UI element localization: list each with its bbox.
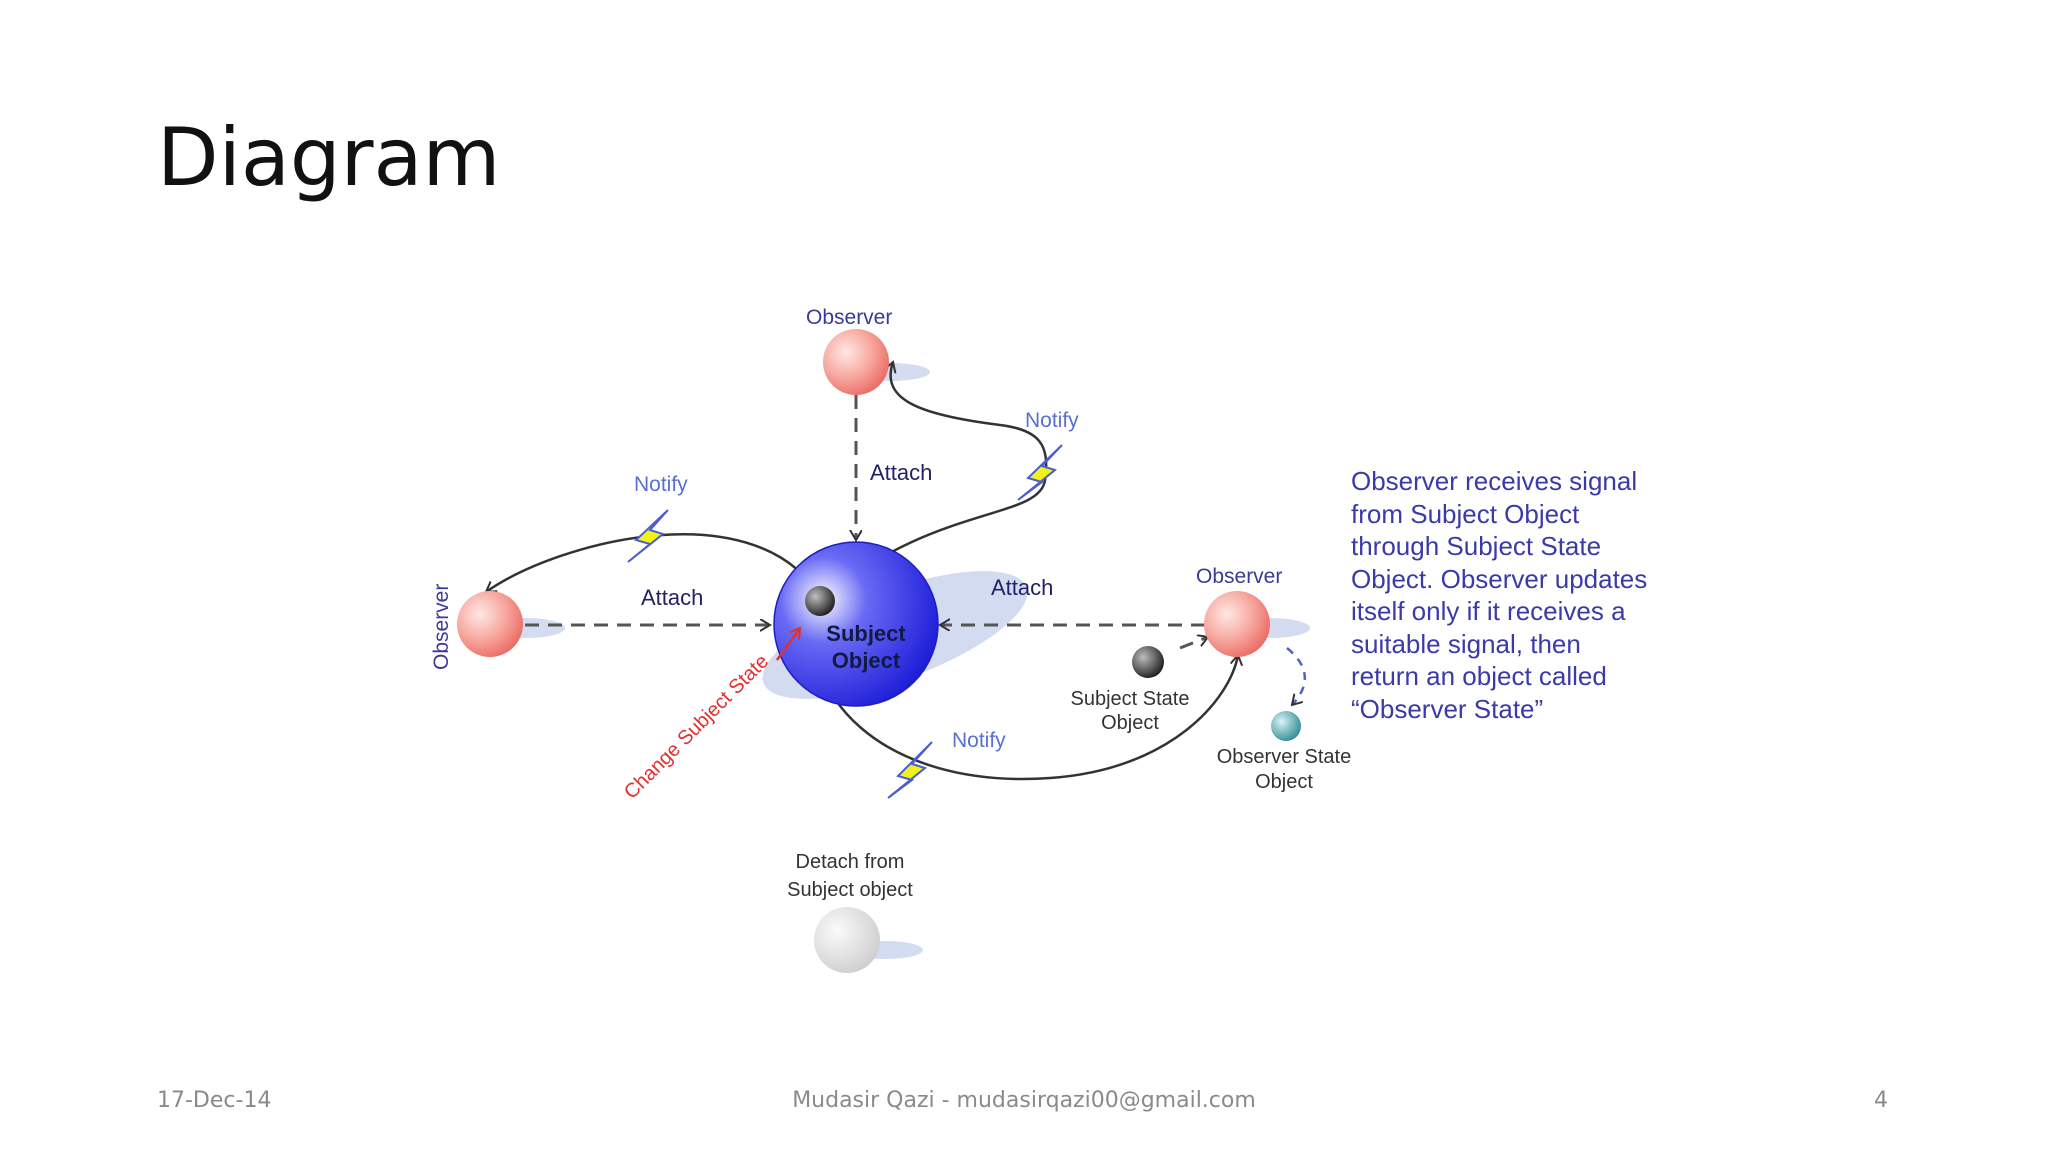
footer-date: 17-Dec-14 — [157, 1088, 272, 1113]
observer-left-sphere — [457, 591, 523, 657]
observer-state-label-line1: Observer State — [1217, 746, 1352, 768]
description-line: suitable signal, then — [1351, 629, 1581, 659]
notify-bottom-label: Notify — [952, 729, 1006, 752]
notify-top-right-label: Notify — [1025, 409, 1079, 432]
detached-observer-sphere — [814, 907, 880, 973]
subject-state-label-line2: Object — [1101, 712, 1159, 734]
attach-right-label: Attach — [991, 575, 1053, 600]
attach-lines — [525, 395, 1208, 650]
subject-label-line1: Subject — [826, 621, 906, 646]
description-line: itself only if it receives a — [1351, 596, 1626, 626]
observer-top-sphere — [823, 329, 889, 395]
detach-label-line1: Detach from — [796, 851, 905, 873]
observer-right-label: Observer — [1196, 565, 1282, 588]
observer-top-label: Observer — [806, 306, 892, 329]
observer-right-sphere — [1204, 591, 1270, 657]
description-line: Observer receives signal — [1351, 466, 1637, 496]
description-line: return an object called — [1351, 661, 1607, 691]
description-line: from Subject Object — [1351, 499, 1580, 529]
subject-label-line2: Object — [832, 648, 901, 673]
detach-label-line2: Subject object — [787, 879, 913, 901]
subject-object-sphere — [773, 541, 939, 707]
observer-left-label: Observer — [430, 584, 453, 670]
subject-state-label-line1: Subject State — [1071, 688, 1190, 710]
attach-top-label: Attach — [870, 460, 932, 485]
slide-title: Diagram — [157, 111, 501, 204]
description-line: through Subject State — [1351, 531, 1601, 561]
attach-left-label: Attach — [641, 585, 703, 610]
description-line: Object. Observer updates — [1351, 564, 1647, 594]
observer-state-label-line2: Object — [1255, 771, 1313, 793]
footer-author: Mudasir Qazi - mudasirqazi00@gmail.com — [792, 1088, 1256, 1113]
description-line: “Observer State” — [1351, 694, 1543, 724]
lightning-icons — [627, 444, 1063, 799]
subject-state-dot-inner — [805, 586, 835, 616]
subject-state-object-sphere — [1132, 646, 1164, 678]
observer-state-dashed-arrow — [1286, 647, 1307, 705]
description-text: Observer receives signal from Subject Ob… — [1351, 466, 1647, 724]
observer-state-object-sphere — [1271, 711, 1301, 741]
change-state-arrow — [775, 628, 800, 661]
change-state-label: Change Subject State — [620, 650, 773, 803]
notify-left-label: Notify — [634, 473, 688, 496]
footer-page-number: 4 — [1874, 1088, 1888, 1113]
